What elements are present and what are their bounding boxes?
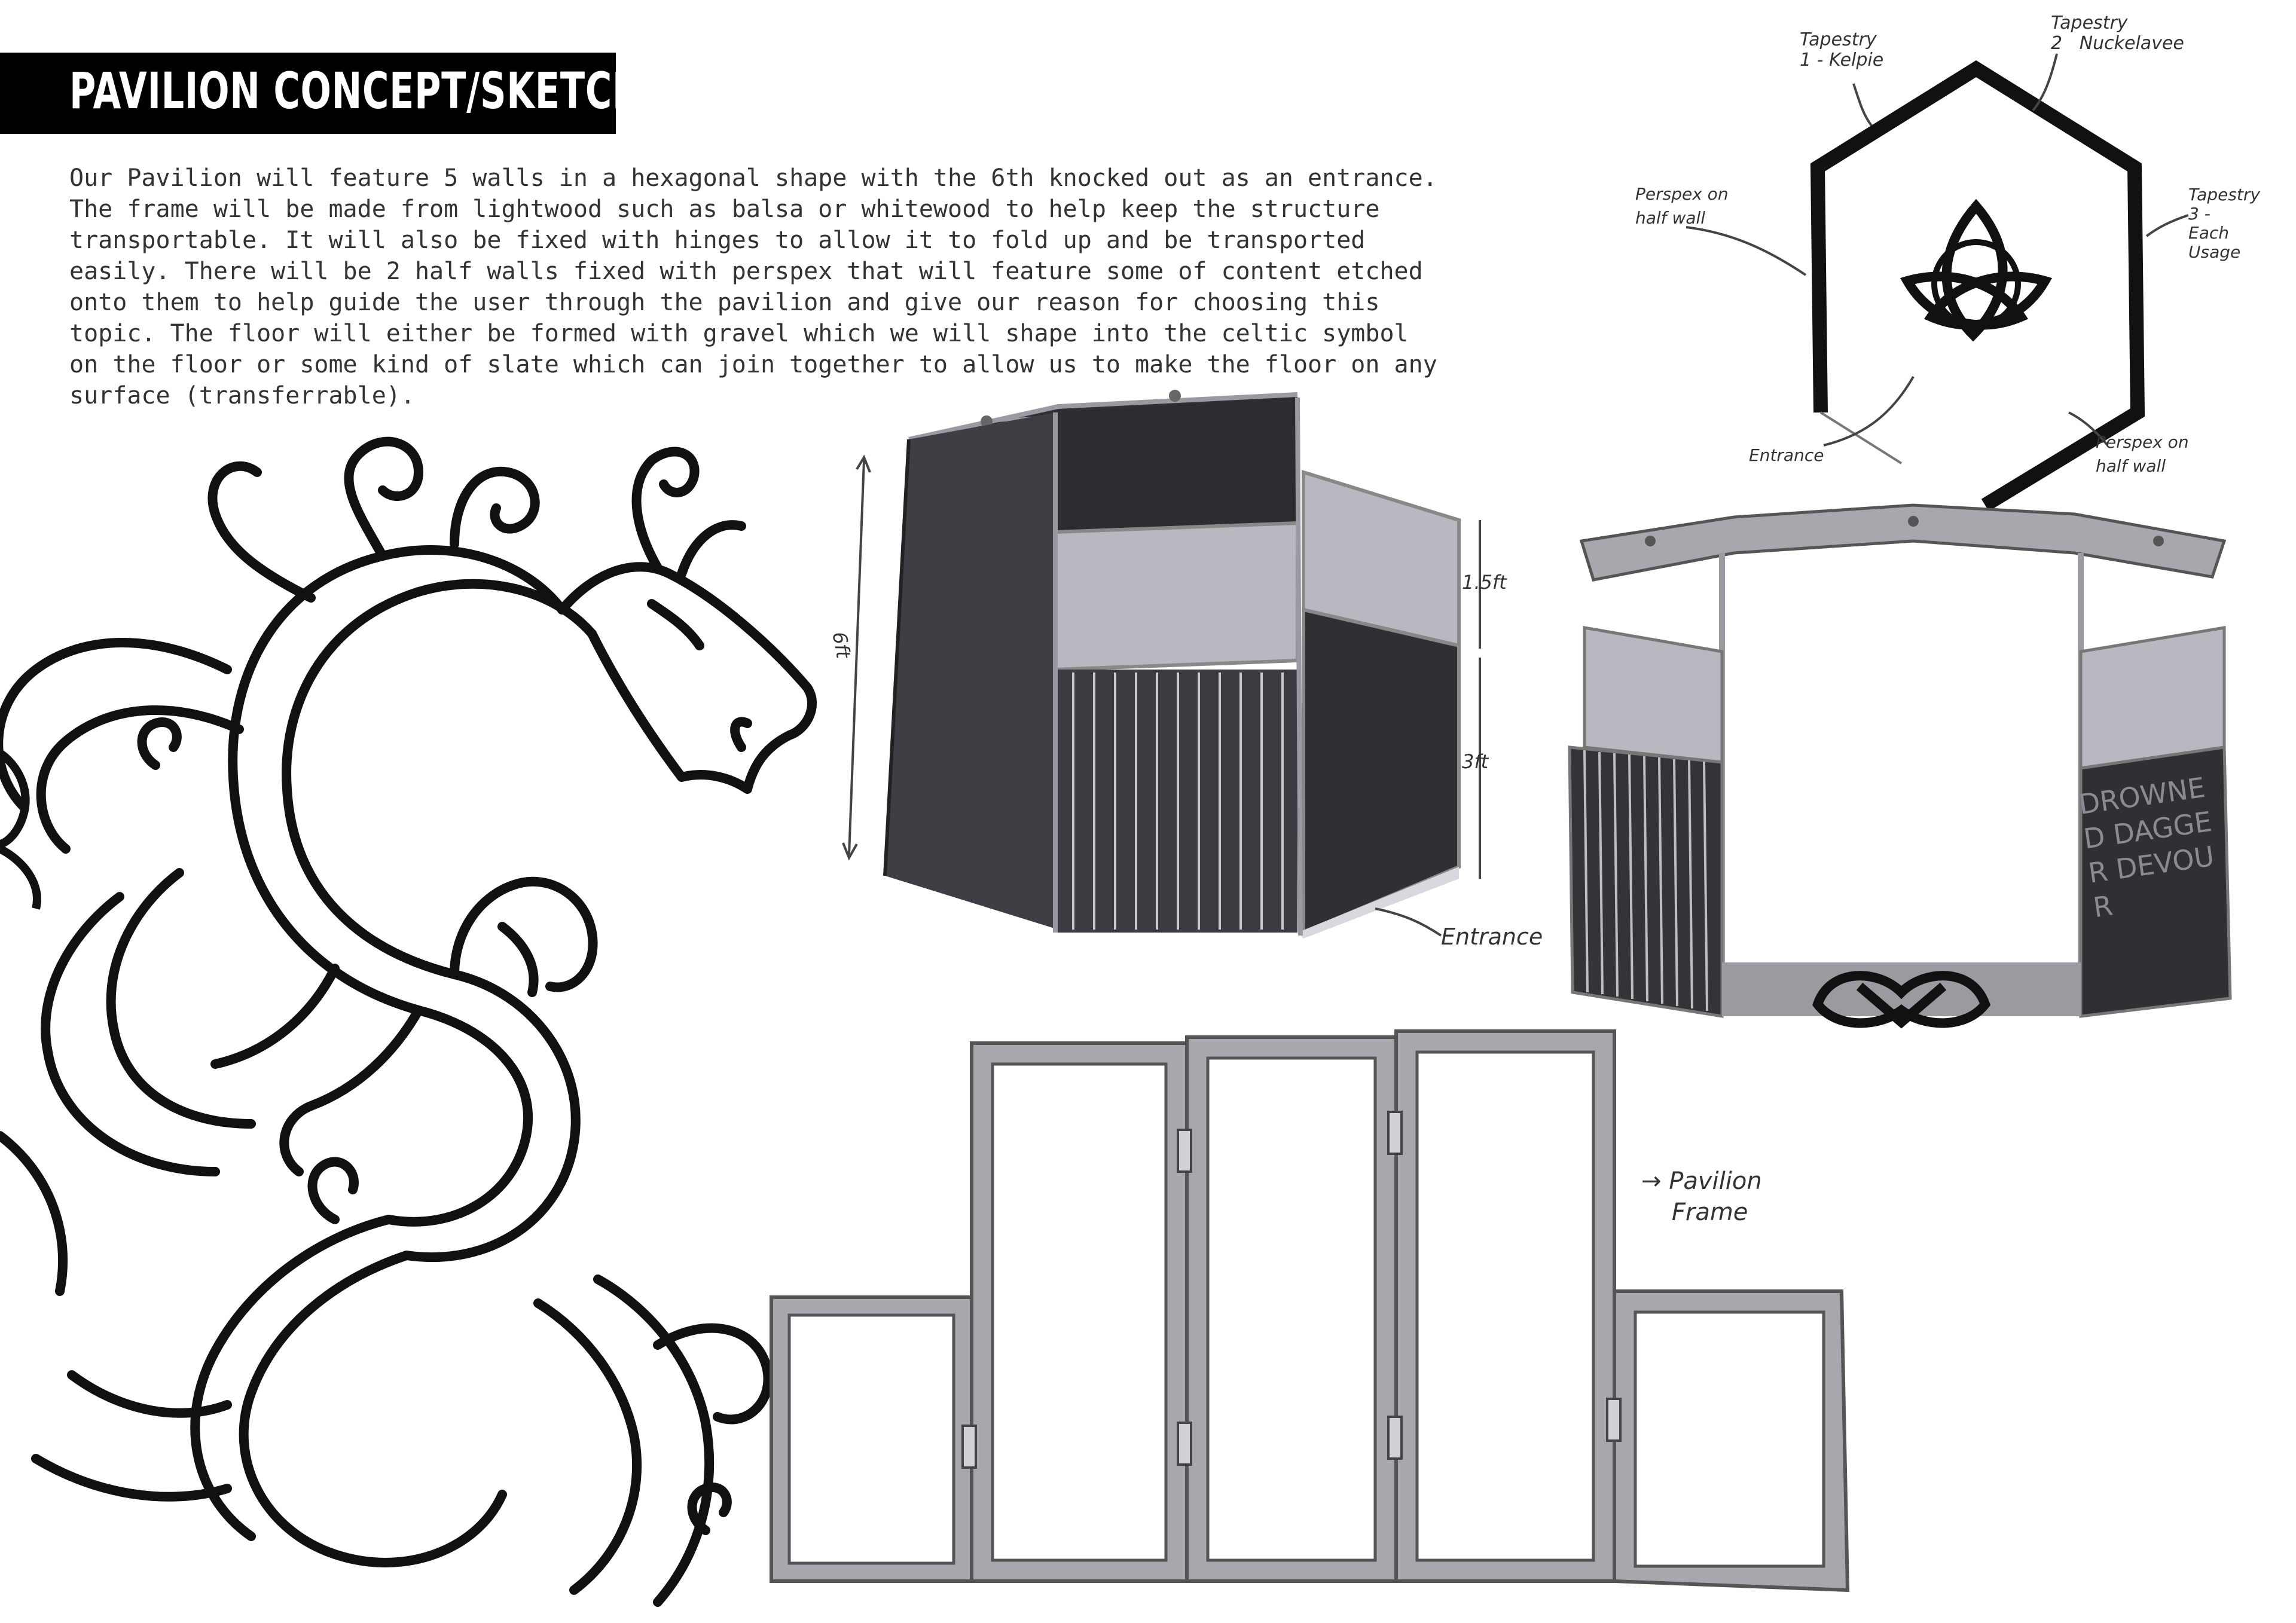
etched-text: DROWNED DAGGER DEVOUR: [2077, 771, 2216, 924]
floor-celtic-knot-icon: [1812, 971, 1990, 1029]
label-tapestry-2: Tapestry 2 Nuckelavee: [2051, 13, 2184, 54]
hinge-markers: [961, 1111, 1622, 1469]
label-pavilion-frame: → Pavilion Frame: [1641, 1167, 1762, 1226]
kelpie-celtic-illustration: [0, 436, 817, 1607]
intro-paragraph: Our Pavilion will feature 5 walls in a h…: [69, 164, 1437, 409]
plan-arrows: [1686, 53, 2189, 447]
triquetra-symbol-icon: [1900, 198, 2053, 342]
tapestry-stripes: [1072, 673, 1284, 930]
label-height-total: 6ft: [828, 629, 855, 661]
label-height-upper: 1.5ft: [1462, 571, 1507, 594]
label-side-entrance: Entrance: [1441, 924, 1543, 950]
pavilion-front-view-sketch: [1568, 503, 2232, 1029]
title-bar: PAVILION CONCEPT/SKETCHES: [0, 53, 694, 134]
pavilion-folding-frame: [770, 1029, 1850, 1593]
label-plan-entrance: Entrance: [1749, 445, 1824, 465]
label-perspex-right: Perspex on half wall: [2096, 432, 2189, 476]
dimension-arrows: [842, 454, 1481, 937]
hexagon-floor-plan: [1686, 53, 2189, 512]
front-tapestry-stripes: [1583, 750, 1708, 1011]
kelpie-left-fragment: [0, 750, 41, 910]
label-perspex-left: Perspex on half wall: [1635, 184, 1729, 228]
pavilion-side-view-sketch: [842, 390, 1481, 939]
label-height-lower: 3ft: [1462, 750, 1489, 773]
label-tapestry-1: Tapestry 1 - Kelpie: [1800, 29, 1884, 71]
label-tapestry-3: Tapestry 3 - Each Usage: [2188, 185, 2260, 262]
page-title: PAVILION CONCEPT/SKETCHES: [69, 62, 695, 120]
